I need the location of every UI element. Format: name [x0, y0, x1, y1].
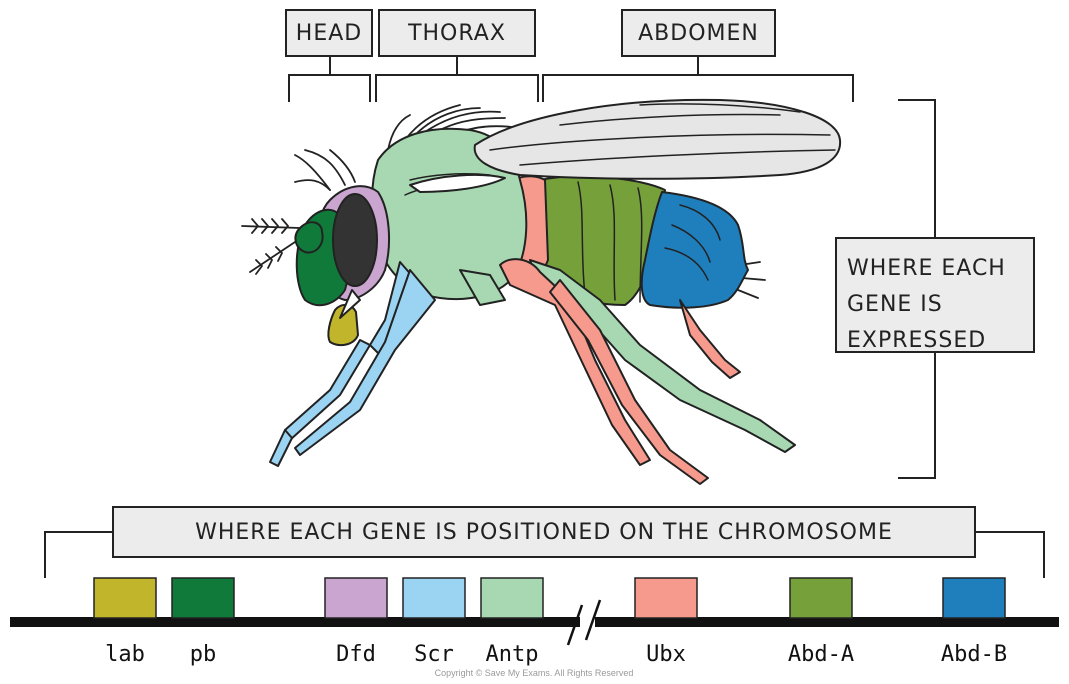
- gene-block-abd-a: [790, 578, 852, 618]
- gene-label-antp: Antp: [486, 642, 539, 667]
- gene-block-ubx: [635, 578, 697, 618]
- gene-block-antp: [481, 578, 543, 618]
- gene-blocks: [94, 578, 1005, 618]
- antenna-base: [295, 222, 322, 252]
- label-abdomen: ABDOMEN: [621, 9, 776, 57]
- label-where-expressed: WHERE EACH GENE IS EXPRESSED: [835, 237, 1035, 353]
- abdomen-blue: [642, 192, 748, 308]
- wing: [475, 100, 840, 179]
- gene-label-pb: pb: [190, 642, 217, 667]
- fly: [242, 100, 840, 484]
- gene-label-scr: Scr: [414, 642, 454, 667]
- label-head: HEAD: [285, 9, 373, 57]
- label-chromosome-position: WHERE EACH GENE IS POSITIONED ON THE CHR…: [112, 506, 976, 558]
- antenna-aristae: [242, 219, 300, 274]
- gene-label-abd-a: Abd-A: [788, 642, 854, 667]
- gene-block-pb: [172, 578, 234, 618]
- copyright: Copyright © Save My Exams. All Rights Re…: [435, 668, 634, 678]
- gene-label-ubx: Ubx: [646, 642, 686, 667]
- gene-label-dfd: Dfd: [336, 642, 376, 667]
- gene-block-lab: [94, 578, 156, 618]
- gene-block-dfd: [325, 578, 387, 618]
- gene-block-abd-b: [943, 578, 1005, 618]
- gene-label-lab: lab: [105, 642, 145, 667]
- compound-eye: [333, 194, 377, 286]
- label-thorax: THORAX: [378, 9, 536, 57]
- gene-label-abd-b: Abd-B: [941, 642, 1007, 667]
- gene-block-scr: [403, 578, 465, 618]
